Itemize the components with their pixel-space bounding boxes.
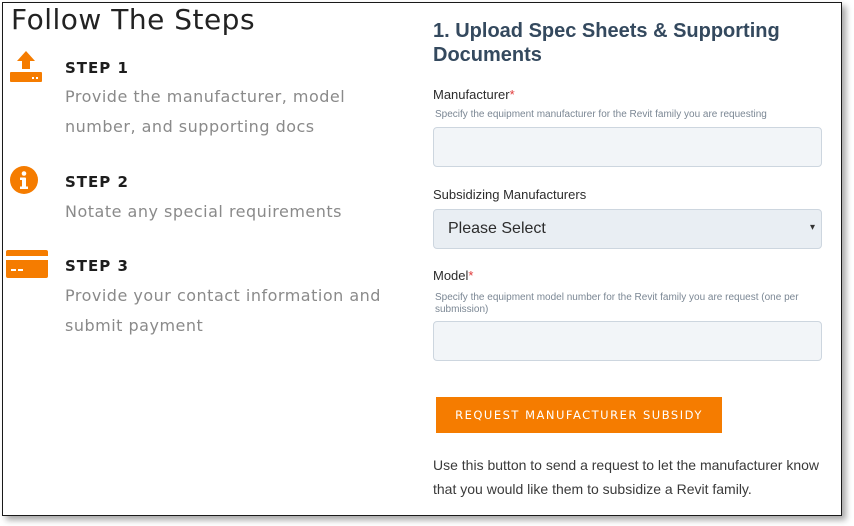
steps-title: Follow The Steps bbox=[11, 3, 256, 36]
chevron-down-icon: ▾ bbox=[809, 222, 815, 233]
subsidizing-select[interactable]: Please Select ▾ bbox=[433, 209, 822, 249]
step-1-label: STEP 1 bbox=[65, 59, 129, 77]
upload-tray-icon bbox=[9, 49, 45, 85]
info-icon bbox=[9, 165, 45, 201]
step-3-description: Provide your contact information and sub… bbox=[65, 286, 381, 335]
manufacturer-input[interactable] bbox=[433, 127, 822, 167]
button-note: Use this button to send a request to let… bbox=[433, 457, 819, 497]
required-mark: * bbox=[509, 87, 515, 102]
model-help: Specify the equipment model number for t… bbox=[435, 292, 799, 315]
subsidizing-label: Subsidizing Manufacturers bbox=[433, 187, 587, 202]
subsidizing-selected-value: Please Select bbox=[448, 220, 546, 237]
credit-card-icon bbox=[6, 249, 48, 285]
manufacturer-label: Manufacturer* bbox=[433, 87, 515, 102]
step-1-description: Provide the manufacturer, model number, … bbox=[65, 87, 346, 136]
step-2-label: STEP 2 bbox=[65, 173, 129, 191]
upload-form: 1. Upload Spec Sheets & Supporting Docum… bbox=[433, 3, 833, 515]
step-2-description: Notate any special requirements bbox=[65, 202, 343, 221]
manufacturer-label-text: Manufacturer bbox=[433, 87, 510, 102]
step-3-label: STEP 3 bbox=[65, 257, 129, 275]
model-label-text: Model bbox=[433, 268, 469, 283]
required-mark: * bbox=[468, 268, 474, 283]
steps-panel: Follow The Steps STEP 1 Provide the manu… bbox=[3, 3, 423, 515]
page-frame: Follow The Steps STEP 1 Provide the manu… bbox=[2, 2, 842, 516]
request-subsidy-button[interactable]: REQUEST MANUFACTURER SUBSIDY bbox=[436, 397, 722, 433]
model-input[interactable] bbox=[433, 321, 822, 361]
form-title: 1. Upload Spec Sheets & Supporting Docum… bbox=[433, 20, 780, 66]
model-label: Model* bbox=[433, 268, 473, 283]
manufacturer-help: Specify the equipment manufacturer for t… bbox=[435, 109, 767, 120]
